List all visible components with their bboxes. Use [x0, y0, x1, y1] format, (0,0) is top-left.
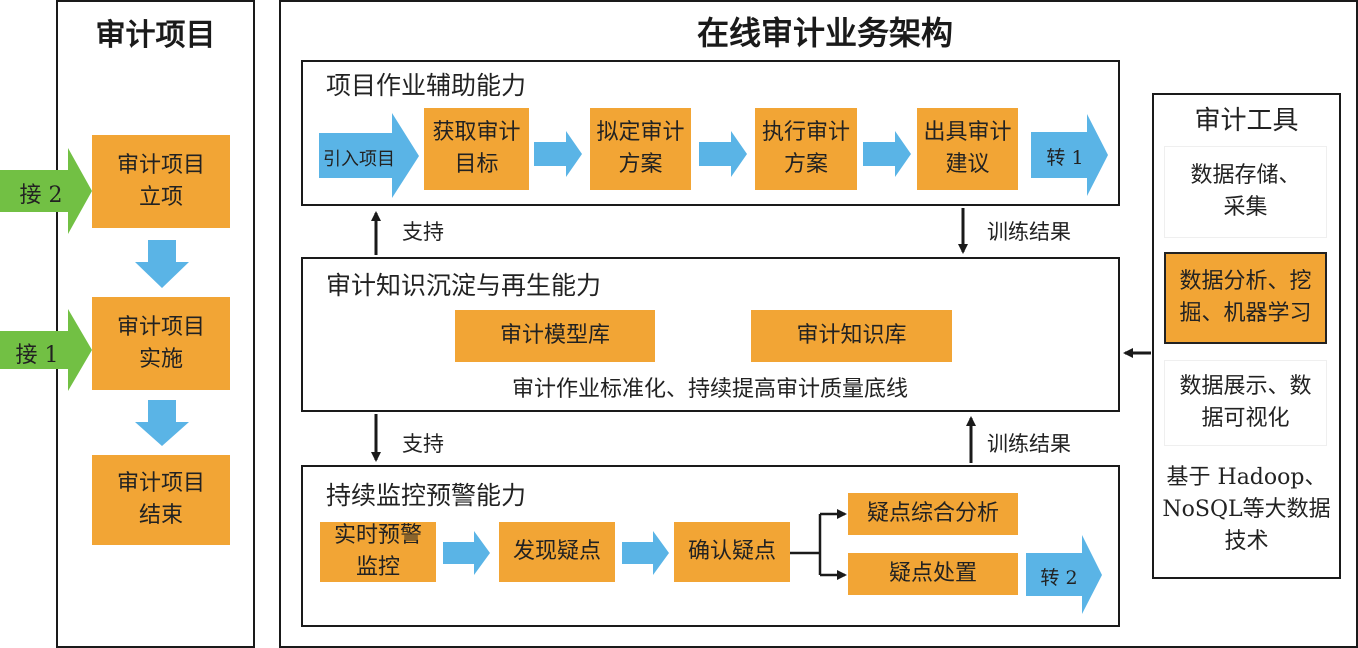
step-project-initiation: 审计项目 立项 [92, 135, 230, 228]
green-arrow-input-2 [0, 148, 92, 234]
green-arrow-input-1 [0, 309, 92, 391]
exit-arrow-top-label: 转 1 [1046, 147, 1084, 169]
exit-arrow-bottom [1026, 535, 1102, 614]
branch-connector [790, 509, 847, 580]
blue-down-arrow-1 [135, 240, 189, 288]
step-project-implementation: 审计项目 实施 [92, 297, 230, 390]
knowledge-title: 审计知识沉淀与再生能力 [326, 271, 602, 300]
training-result-label-top: 训练结果 [987, 220, 1071, 244]
training-result-label-bottom: 训练结果 [987, 432, 1071, 456]
audit-tools-title: 审计工具 [1194, 106, 1299, 136]
suspicion-handling: 疑点处置 [848, 553, 1018, 595]
support-label-top: 支持 [402, 220, 444, 244]
green-arrow-input-1-label: 接 1 [15, 343, 59, 368]
support-label-bottom: 支持 [402, 432, 444, 456]
step-issue-audit-advice: 出具审计 建议 [917, 108, 1018, 190]
blue-right-arrow-top-1 [534, 131, 582, 177]
blue-right-arrow-top-3 [863, 131, 911, 177]
knowledge-caption: 审计作业标准化、持续提高审计质量底线 [511, 377, 908, 402]
blue-right-arrow-bottom-2 [622, 531, 669, 575]
entry-arrow-introduce-project [319, 113, 419, 198]
step-get-audit-target: 获取审计 目标 [424, 108, 529, 190]
step-execute-audit-plan: 执行审计 方案 [755, 108, 857, 190]
blue-down-arrow-2 [135, 400, 189, 446]
step-find-suspicion: 发现疑点 [499, 522, 615, 582]
green-arrow-input-2-label: 接 2 [19, 183, 63, 208]
step-project-closing: 审计项目 结束 [92, 455, 230, 545]
audit-model-library: 审计模型库 [455, 310, 655, 362]
audit-project-title: 审计项目 [95, 18, 216, 53]
step-draft-audit-plan: 拟定审计 方案 [590, 108, 691, 190]
step-realtime-warning: 实时预警 监控 [320, 522, 436, 582]
project-assist-title: 项目作业辅助能力 [326, 71, 527, 100]
blue-right-arrow-top-2 [699, 131, 747, 177]
step-confirm-suspicion: 确认疑点 [674, 522, 790, 582]
entry-arrow-label: 引入项目 [323, 149, 395, 170]
tool-data-visualization: 数据展示、数 据可视化 [1164, 360, 1327, 446]
knowledge-section [301, 257, 1120, 412]
tool-data-storage: 数据存储、 采集 [1164, 146, 1327, 238]
blue-right-arrow-bottom-1 [443, 531, 490, 575]
audit-knowledge-library: 审计知识库 [751, 310, 952, 362]
exit-arrow-top [1031, 114, 1108, 196]
exit-arrow-bottom-label: 转 2 [1040, 567, 1078, 589]
monitoring-title: 持续监控预警能力 [326, 481, 527, 510]
tool-data-analysis: 数据分析、挖 掘、机器学习 [1164, 252, 1327, 344]
architecture-title: 在线审计业务架构 [696, 14, 953, 52]
tool-big-data-tech: 基于 Hadoop、 NoSQL等大数据 技术 [1162, 465, 1331, 554]
suspicion-analysis: 疑点综合分析 [848, 493, 1018, 535]
